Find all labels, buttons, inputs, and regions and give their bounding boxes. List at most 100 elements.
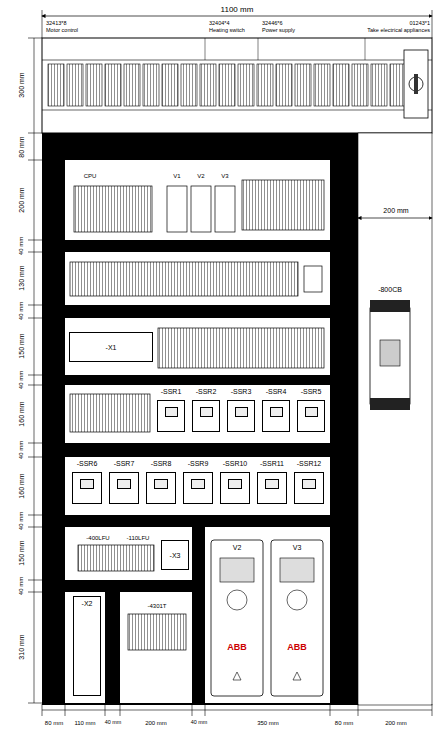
drawing-part — [380, 340, 400, 366]
drawing-part — [162, 64, 178, 106]
dimension-label: 40 mm — [190, 720, 208, 725]
drawing-part — [28, 38, 42, 39]
drawing-part — [105, 64, 121, 106]
drawing-part — [28, 457, 42, 458]
ssr-relay: -SSR9 — [179, 460, 217, 508]
dimension-label: 40 mm — [104, 720, 122, 725]
drawing-part — [192, 704, 193, 716]
ssr-body — [297, 400, 325, 432]
drawing-part — [276, 64, 292, 106]
ssr-window — [235, 407, 248, 417]
ssr-body — [294, 472, 324, 504]
part-label: CPU — [84, 173, 97, 179]
ssr-relay: -SSR8 — [142, 460, 180, 508]
drawing-part — [242, 180, 324, 230]
ssr-window — [265, 479, 279, 489]
component-tag: -X2 — [74, 597, 100, 607]
ssr-relay: -SSR10 — [216, 460, 254, 508]
brand-mark: ABB — [209, 643, 265, 652]
part-label: -4301T — [147, 603, 166, 609]
ssr-window — [302, 479, 316, 489]
dimension-label: 80 mm — [18, 135, 25, 158]
drawing-part — [28, 318, 42, 319]
drawing-part — [358, 218, 432, 219]
ssr-window — [305, 407, 318, 417]
drawing-part — [371, 64, 387, 106]
ssr-body — [220, 472, 250, 504]
drawing-part — [65, 457, 330, 515]
dimension-label: 40 mm — [18, 511, 24, 531]
drawing-part — [70, 394, 150, 432]
drawing-part — [28, 38, 42, 703]
ssr-body — [72, 472, 102, 504]
component-tag: -SSR6 — [68, 460, 106, 467]
part-label: V1 — [173, 173, 180, 179]
ssr-body — [192, 400, 220, 432]
drawing-part — [257, 64, 273, 106]
component-tag: -X1 — [70, 333, 152, 351]
drawing-part — [28, 515, 42, 516]
drawing-part — [287, 590, 307, 610]
dimension-label: 80 mm — [334, 720, 354, 726]
ssr-relay: -SSR11 — [253, 460, 291, 508]
dimension-label: 200 mm — [382, 207, 409, 214]
drawing-part — [70, 262, 298, 296]
ssr-relay: -SSR5 — [293, 388, 329, 436]
component-tag: -SSR12 — [290, 460, 328, 467]
ssr-window — [165, 407, 178, 417]
ssr-body — [227, 400, 255, 432]
drawing-part — [42, 704, 432, 716]
drawing-part — [42, 710, 432, 711]
drawing-part — [65, 252, 330, 305]
dimension-label: 40 mm — [18, 440, 24, 460]
dimension-label: 130 mm — [18, 264, 25, 291]
drawing-part — [28, 592, 42, 593]
drawing-part — [181, 64, 197, 106]
drawing-part — [34, 38, 35, 703]
ssr-relay: -SSR7 — [105, 460, 143, 508]
component-tag: -SSR9 — [179, 460, 217, 467]
ssr-relay: -SSR2 — [188, 388, 224, 436]
drawing-part — [65, 385, 330, 443]
drawing-part — [124, 64, 140, 106]
drawing-part — [358, 704, 359, 716]
drawing-part — [42, 10, 43, 38]
drawing-part — [143, 64, 159, 106]
component-tag: -800CB — [362, 286, 418, 293]
drawing-part — [28, 252, 42, 253]
dimension-label: 300 mm — [18, 71, 25, 98]
drawing-part — [205, 38, 206, 60]
ssr-window — [270, 407, 283, 417]
component-box: -X3 — [161, 540, 189, 570]
component-tag: V2 — [209, 544, 265, 551]
dimension-label: 200 mm — [144, 720, 168, 726]
ssr-body — [109, 472, 139, 504]
drawing-part — [42, 133, 358, 705]
brand-mark: ABB — [269, 643, 325, 652]
dimension-label: 40 mm — [18, 370, 24, 390]
component-tag: V3 — [269, 544, 325, 551]
drawing-part — [432, 704, 433, 716]
drawing-part — [215, 186, 235, 232]
drawing-part — [28, 443, 42, 444]
dimension-label: 80 mm — [44, 720, 64, 726]
drawing-part — [120, 704, 121, 716]
drawing-part — [238, 64, 254, 106]
component-tag: -SSR5 — [293, 388, 329, 395]
drawing-part — [191, 186, 211, 232]
part-label: Take electrical appliances — [367, 28, 430, 34]
part-label: Power supply — [262, 28, 295, 34]
drawing-part — [120, 592, 192, 703]
drawing-part — [28, 580, 42, 581]
drawing-part — [220, 558, 254, 582]
drawing-part — [28, 527, 42, 528]
component-tag: -SSR2 — [188, 388, 224, 395]
drawing-part — [74, 186, 152, 232]
drawing-part — [370, 398, 410, 410]
drawing-part — [128, 614, 186, 650]
ssr-window — [117, 479, 131, 489]
drawing-part — [280, 558, 314, 582]
dimension-label: 200 mm — [384, 720, 408, 726]
